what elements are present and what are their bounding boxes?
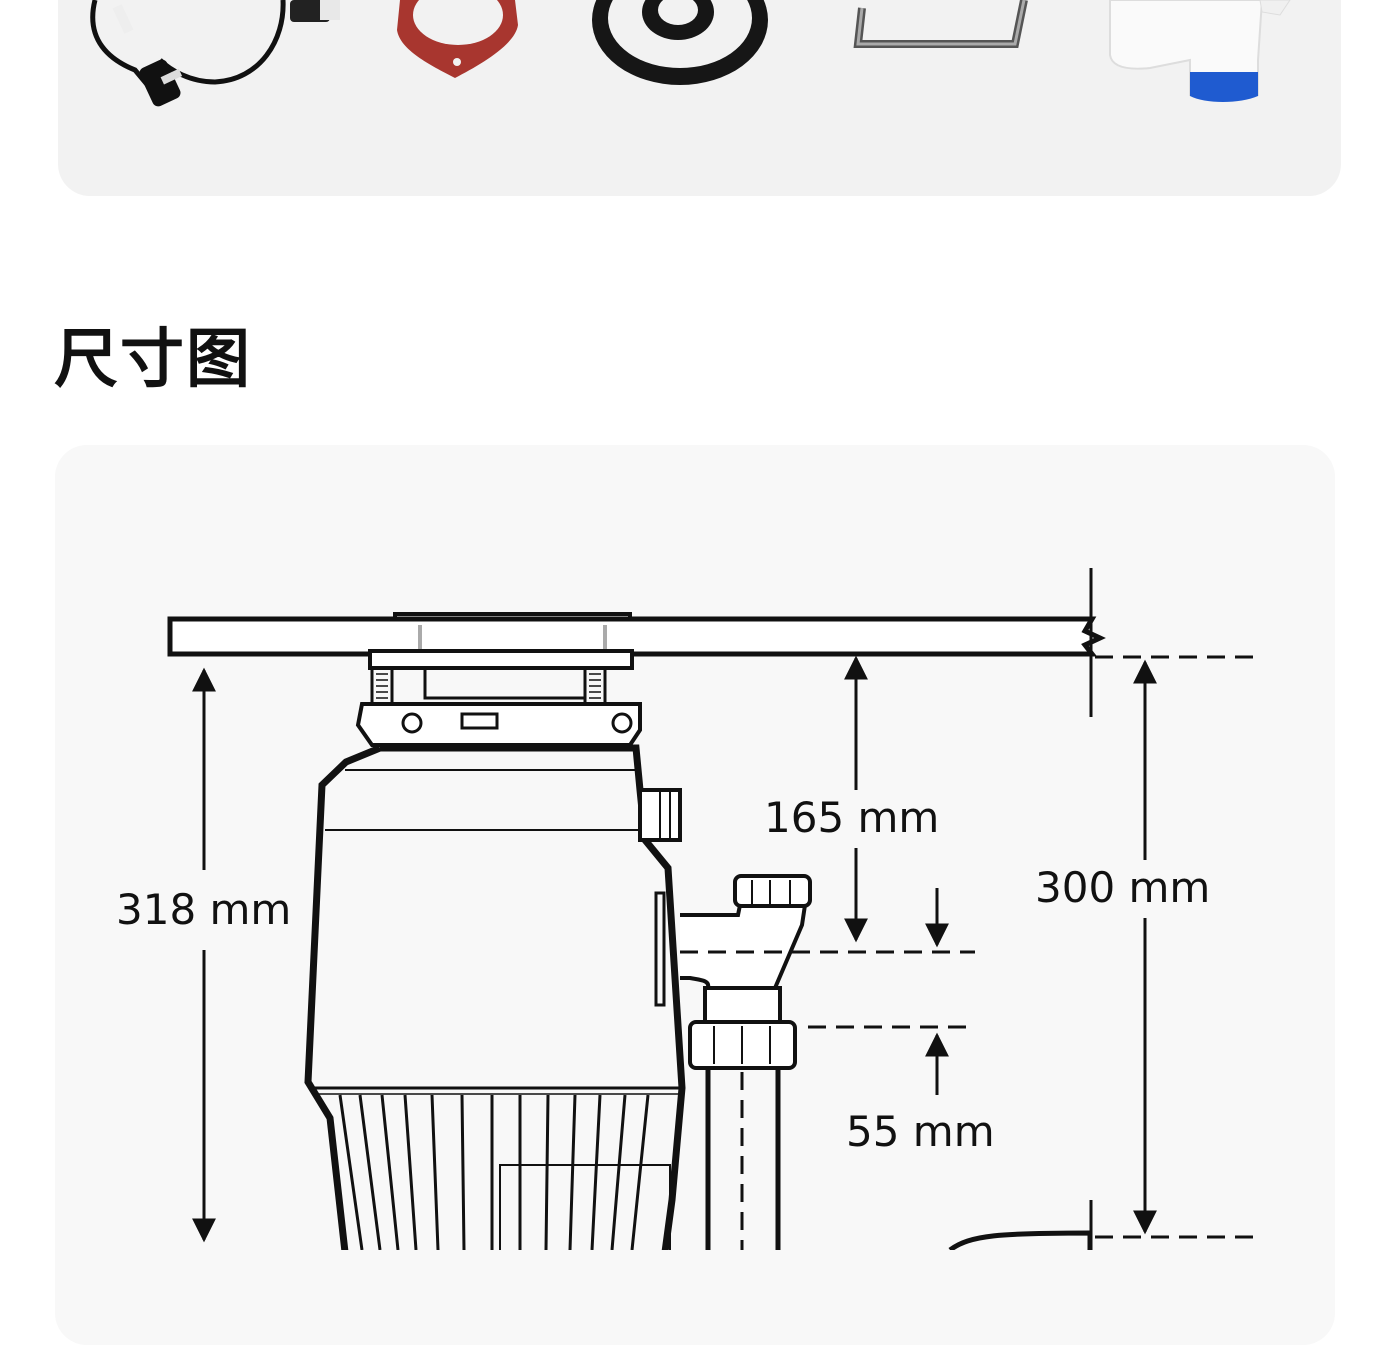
section-title: 尺寸图 <box>54 323 252 397</box>
dimension-label-300: 300 mm <box>1035 863 1211 912</box>
red-gasket-icon <box>397 0 518 78</box>
body-ribs <box>338 1094 650 1250</box>
rubber-ring-icon <box>592 0 768 85</box>
power-cord-icon <box>90 0 340 107</box>
hex-wrench-icon <box>853 0 1028 48</box>
sink-countertop <box>167 616 1106 657</box>
drain-elbow-icon <box>1109 0 1291 102</box>
dimension-label-318: 318 mm <box>116 885 292 934</box>
disposer-body <box>304 744 686 1250</box>
dimension-label-165: 165 mm <box>764 793 940 842</box>
disposer-dimension-drawing <box>167 568 1255 1250</box>
accessories-images <box>90 0 1291 107</box>
dimension-label-55: 55 mm <box>846 1107 995 1156</box>
